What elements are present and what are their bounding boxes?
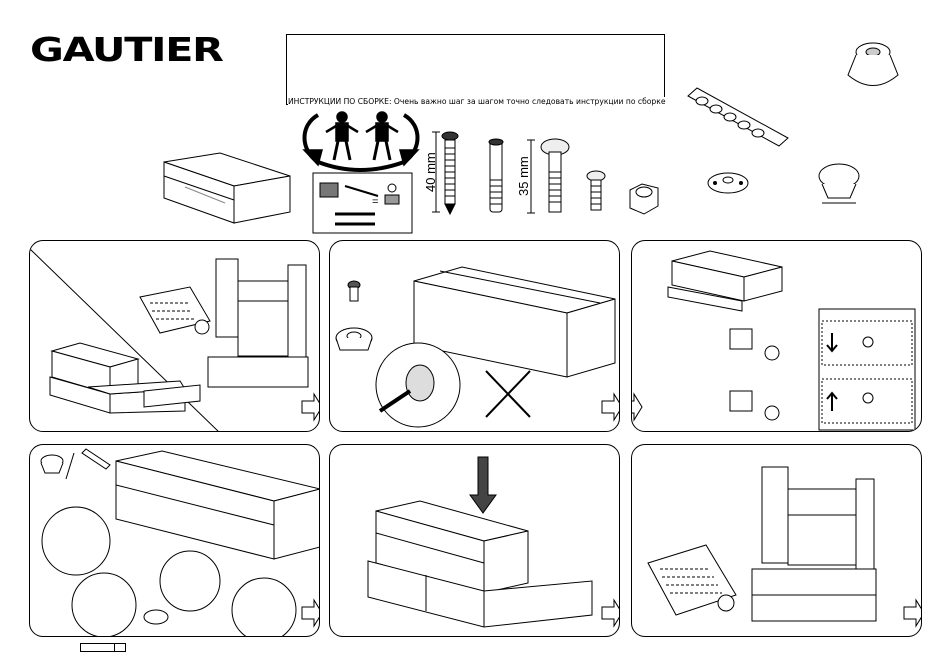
screw-length-label-1: 40 mm [423,152,438,192]
rubber-foot-icon [848,43,898,86]
step-panel-3 [631,240,922,432]
step-panel-6 [631,444,922,637]
felt-pads-icon [688,88,788,146]
parts-illustration: = [0,0,950,240]
next-arrow-icon [904,600,922,626]
next-arrow-icon [631,394,642,420]
page-box-divider [114,644,115,651]
next-arrow-icon [302,394,320,420]
tv-stand-thumbnail [164,153,290,223]
cam-lock-icon [630,184,658,214]
page-number-box [80,643,126,652]
next-arrow-icon [602,394,620,420]
screw-length-label-2: 35 mm [516,156,531,196]
svg-text:=: = [372,196,378,208]
plastic-foot-icon [708,173,748,193]
two-person-icon [304,112,418,170]
tools-icon: = [313,173,412,233]
dowel-icon [489,139,503,212]
step-panel-2 [329,240,620,432]
short-screw-icon [587,171,605,210]
glass-cap-icon [819,164,859,203]
next-arrow-icon [602,600,620,626]
next-arrow-icon [302,600,320,626]
step-panel-5 [329,444,620,637]
step-panel-1 [29,240,320,432]
step-panel-4 [29,444,320,637]
bolt-icon [527,139,569,213]
